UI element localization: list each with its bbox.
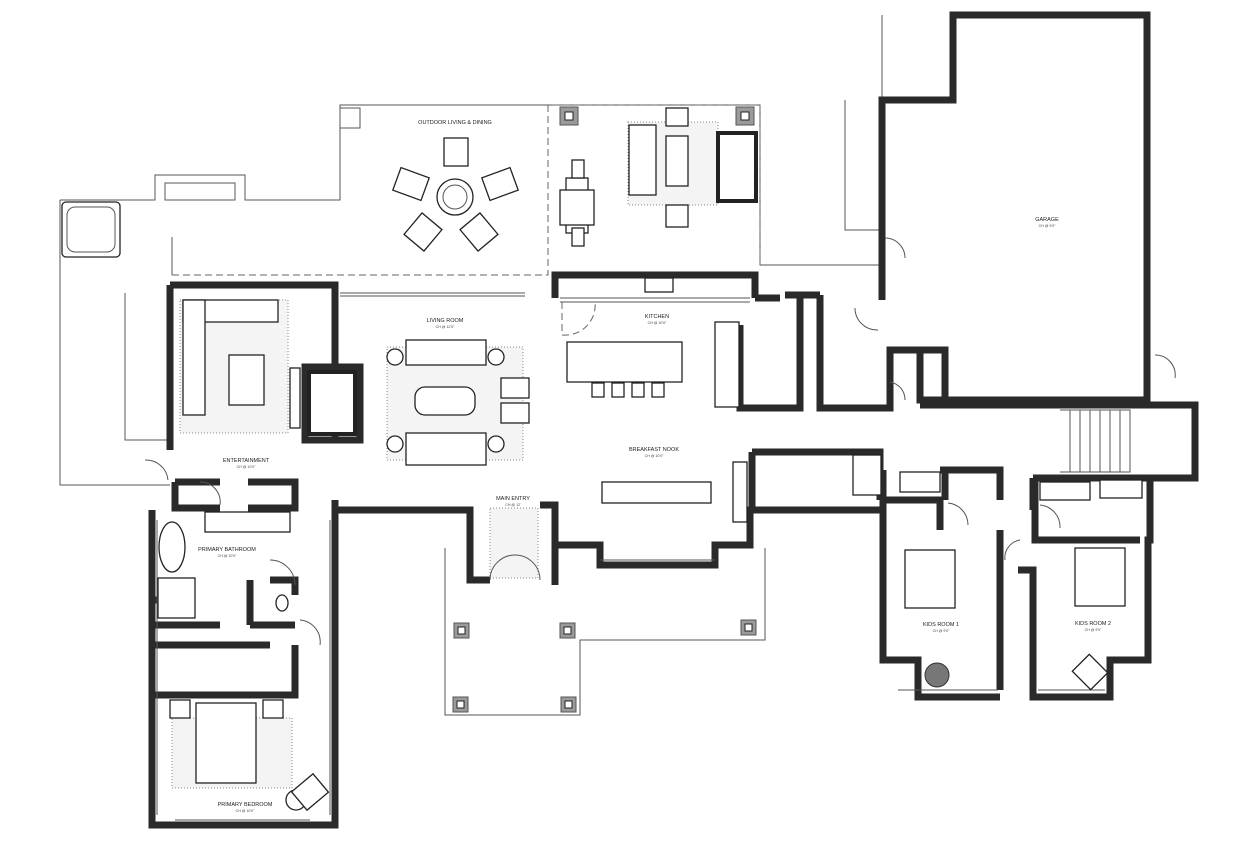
windows [156,292,1105,821]
label-main-entry: MAIN ENTRY [496,496,530,502]
label-kids-room-2: KIDS ROOM 2 [1075,621,1111,627]
doors [144,237,1176,646]
front-porch [444,106,766,716]
ceiling-breakfast-nook: CH @ 10'0" [645,454,665,458]
walls [148,11,1199,829]
ceiling-entertainment: CH @ 10'0" [237,465,257,469]
label-living-room: LIVING ROOM [427,318,464,324]
ceiling-kitchen: CH @ 10'0" [648,321,668,325]
ceiling-living-room: CH @ 12'0" [436,325,456,329]
label-kids-room-1: KIDS ROOM 1 [923,622,959,628]
ceiling-primary-bathroom: CH @ 10'0" [218,554,238,558]
label-primary-bedroom: PRIMARY BEDROOM [218,802,273,808]
outdoor-boundaries [59,15,885,486]
label-breakfast-nook: BREAKFAST NOOK [629,447,679,453]
label-entertainment: ENTERTAINMENT [223,458,270,464]
label-primary-bathroom: PRIMARY BATHROOM [198,547,256,553]
hot-tub [61,201,121,258]
ceiling-main-entry: CH @ 12' [505,503,521,507]
ceiling-garage: CH @ 9'0" [1039,224,1057,228]
ceiling-kids-room-2: CH @ 9'0" [1085,628,1103,632]
room-labels: OUTDOOR LIVING & DINING LIVING ROOM CH @… [198,120,1111,813]
round-chair [924,662,950,688]
ceiling-kids-room-1: CH @ 9'0" [933,629,951,633]
ceiling-primary-bedroom: CH @ 10'0" [236,809,256,813]
label-garage: GARAGE [1035,217,1059,223]
furniture [157,107,1143,812]
label-kitchen: KITCHEN [645,314,669,320]
label-outdoor-living: OUTDOOR LIVING & DINING [418,120,492,126]
